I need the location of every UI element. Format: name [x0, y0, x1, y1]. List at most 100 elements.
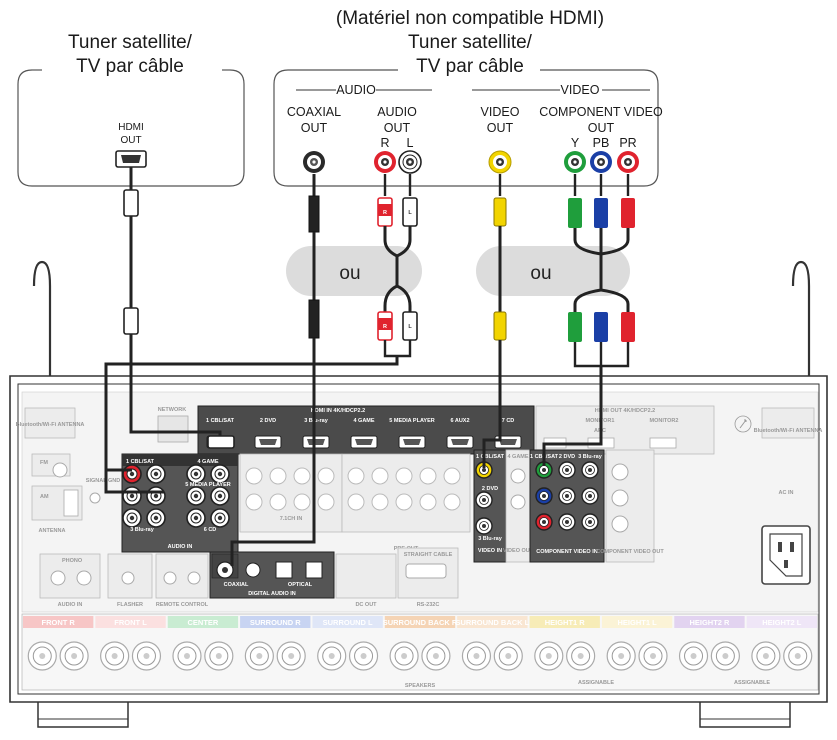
component-pr-jack[interactable]: [617, 151, 639, 173]
right-device-panel: AUDIO VIDEO COAXIAL OUT AUDIO OUT R L VI…: [273, 69, 663, 187]
audio-in-jack[interactable]: [186, 508, 206, 528]
component-in-jack[interactable]: [581, 461, 599, 479]
or-label-video: ou: [530, 263, 551, 284]
component-pb-label: PB: [593, 136, 610, 150]
speaker-terminal[interactable]: [421, 641, 451, 671]
speaker-terminal[interactable]: [566, 641, 596, 671]
hdmi-in-header: HDMI IN 4K/HDCP2.2: [311, 408, 365, 414]
audio-in-jack[interactable]: [210, 508, 230, 528]
component-y-jack[interactable]: [564, 151, 586, 173]
phono-label: PHONO: [62, 558, 83, 564]
optical-in-label: OPTICAL: [288, 582, 313, 588]
video-in-jack-2[interactable]: [475, 491, 493, 509]
video-in-input-label-2: 2 DVD: [482, 486, 498, 492]
hdmi-in-port-2[interactable]: [254, 435, 282, 449]
flasher-label: FLASHER: [117, 602, 143, 608]
component-in-jack[interactable]: [535, 487, 553, 505]
audio-in-input-label-4: 3 Blu-ray: [130, 527, 154, 533]
speaker-label-11: HEIGHT2 L: [762, 618, 802, 627]
component-in-jack[interactable]: [581, 487, 599, 505]
audio-in-jack[interactable]: [122, 486, 142, 506]
hdmi-in-port-6[interactable]: [446, 435, 474, 449]
component-in-jack[interactable]: [558, 487, 576, 505]
speaker-terminal[interactable]: [461, 641, 492, 671]
speaker-terminal[interactable]: [204, 641, 234, 671]
hdmi-out-label-2: OUT: [120, 135, 141, 146]
audio-in-jack[interactable]: [146, 508, 166, 528]
component-in-jack[interactable]: [558, 461, 576, 479]
audio-in-jack[interactable]: [146, 486, 166, 506]
component-in-jack[interactable]: [558, 513, 576, 531]
speaker-terminal[interactable]: [534, 641, 564, 671]
speaker-terminal[interactable]: [131, 641, 162, 671]
audio-out-l-jack[interactable]: [398, 150, 422, 174]
component-in-jack[interactable]: [535, 461, 553, 479]
speaker-label-10: HEIGHT2 R: [689, 618, 730, 627]
speaker-terminal[interactable]: [493, 641, 523, 671]
speaker-terminal[interactable]: [172, 641, 202, 671]
right-device-title-2: TV par câble: [416, 56, 524, 77]
hdmi-out-label-1: HDMI: [118, 122, 144, 133]
audio-in-jack[interactable]: [146, 464, 166, 484]
monitor2-label: MONITOR2: [650, 418, 679, 424]
speaker-terminal[interactable]: [751, 641, 781, 671]
network-port[interactable]: [157, 415, 189, 443]
speaker-label-7: SURROUND BACK L: [455, 618, 529, 627]
speaker-terminal[interactable]: [783, 641, 813, 671]
component-in-input-label-3: 3 Blu-ray: [578, 454, 602, 460]
component-in-label: COMPONENT VIDEO IN: [536, 549, 597, 555]
speaker-terminal[interactable]: [317, 641, 347, 671]
component-in-jack[interactable]: [581, 513, 599, 531]
audio-out-r-jack[interactable]: [374, 151, 396, 173]
hdmi-in-port-3[interactable]: [302, 435, 330, 449]
audio-in-jack[interactable]: [210, 464, 230, 484]
speaker-terminal[interactable]: [244, 641, 274, 671]
component-pb-jack[interactable]: [590, 151, 612, 173]
speaker-terminal[interactable]: [606, 641, 636, 671]
hdmi-out-port[interactable]: [115, 150, 147, 168]
video-out-jack[interactable]: [488, 150, 512, 174]
component-pr-label: PR: [619, 136, 636, 150]
ac-in-socket[interactable]: [761, 525, 811, 585]
audio-in-jack[interactable]: [122, 508, 142, 528]
speaker-terminal[interactable]: [27, 641, 57, 671]
audio-in-jack[interactable]: [210, 486, 230, 506]
digital-audio-in-label: DIGITAL AUDIO IN: [248, 591, 296, 597]
hdmi-monitor2-port[interactable]: [649, 437, 677, 449]
speaker-terminal[interactable]: [389, 641, 419, 671]
speaker-terminal[interactable]: [276, 641, 306, 671]
audio-in-input-label-2: 4 GAME: [197, 459, 218, 465]
audio-in-jack[interactable]: [186, 464, 206, 484]
composite-video-cable: [482, 174, 507, 468]
coaxial-out-label-2: OUT: [301, 121, 328, 135]
hdmi-in-port-5[interactable]: [398, 435, 426, 449]
hdmi-in-label-5: 5 MEDIA PLAYER: [389, 418, 434, 424]
network-label: NETWORK: [158, 407, 186, 413]
video-in-jack-1[interactable]: [475, 461, 493, 479]
speakers-footer: SPEAKERS: [405, 683, 436, 689]
component-out-rcv-label: COMPONENT VIDEO OUT: [596, 549, 664, 555]
speaker-terminal[interactable]: [678, 641, 709, 671]
video-in-jack-3[interactable]: [475, 517, 493, 535]
speaker-terminal[interactable]: [348, 641, 379, 671]
coaxial-out-label-1: COAXIAL: [287, 105, 341, 119]
audio-out-label-2: OUT: [384, 121, 411, 135]
speaker-terminal[interactable]: [100, 641, 130, 671]
speaker-terminal[interactable]: [710, 641, 740, 671]
hdmi-in-1-plug: [207, 435, 235, 449]
component-in-jack[interactable]: [535, 513, 553, 531]
audio-out-l-label: L: [407, 136, 414, 150]
speaker-terminal[interactable]: [638, 641, 668, 671]
speaker-terminal[interactable]: [59, 641, 89, 671]
assignable-label-1: ASSIGNABLE: [578, 680, 614, 686]
hdmi-out-header: HDMI OUT 4K/HDCP2.2: [595, 408, 656, 414]
dc-out-label: DC OUT: [355, 602, 377, 608]
hdmi-in-port-4[interactable]: [350, 435, 378, 449]
audio-in-jack[interactable]: [186, 486, 206, 506]
coaxial-out-jack[interactable]: [303, 151, 325, 173]
right-foot: [699, 702, 791, 728]
coaxial-in-jack[interactable]: [216, 561, 234, 579]
video-out-label-2: OUT: [487, 121, 514, 135]
audio-in-jack[interactable]: [122, 464, 142, 484]
